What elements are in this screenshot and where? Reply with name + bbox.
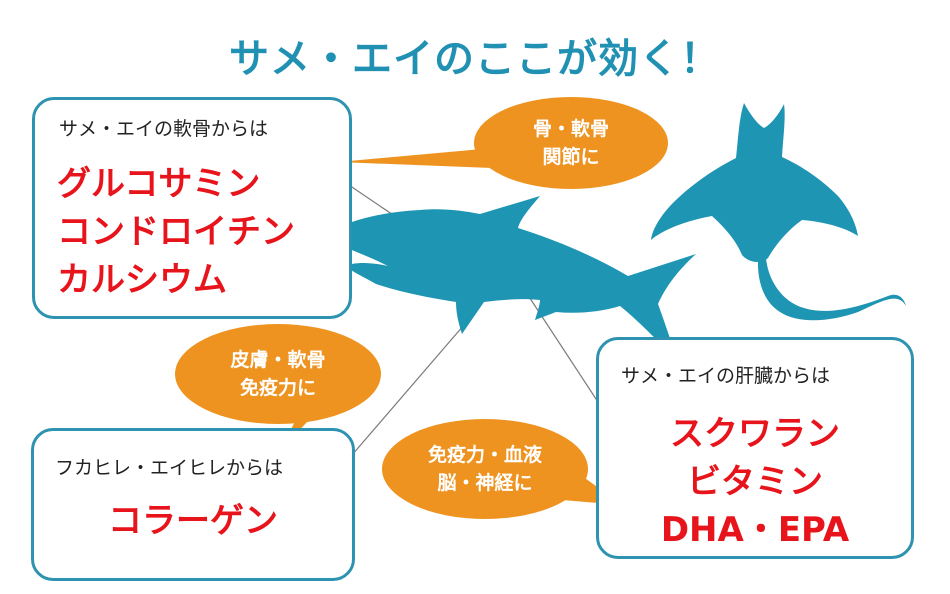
cartilage-items: グルコサミン コンドロイチン カルシウム — [57, 160, 295, 304]
bubble-skin-text: 皮膚・軟骨 免疫力に — [193, 346, 363, 402]
liver-items: スクワラン ビタミン DHA・EPA — [599, 410, 911, 554]
fin-box: フカヒレ・エイヒレからは コラーゲン — [31, 428, 355, 581]
liver-box: サメ・エイの肝臓からは スクワラン ビタミン DHA・EPA — [596, 337, 914, 559]
cartilage-item-glucosamine: グルコサミン — [57, 164, 261, 204]
liver-item-vitamin: ビタミン — [687, 462, 823, 502]
bubble-bones-line-2: 関節に — [542, 146, 600, 168]
bubble-immunity-text: 免疫力・血液 脳・神経に — [395, 441, 575, 497]
bubble-immunity-line-2: 脳・神経に — [437, 472, 533, 494]
fin-items: コラーゲン — [34, 497, 352, 545]
liver-item-squalane: スクワラン — [670, 414, 840, 454]
connector-line-fin — [351, 317, 471, 456]
manta-ray-silhouette-icon — [651, 103, 906, 321]
shark-silhouette-icon — [320, 196, 696, 358]
page-title: サメ・エイのここが効く！ — [229, 36, 721, 82]
bubble-immunity-line-1: 免疫力・血液 — [427, 444, 542, 466]
cartilage-item-calcium: カルシウム — [57, 260, 227, 300]
liver-heading: サメ・エイの肝臓からは — [621, 365, 831, 387]
liver-item-dha-epa: DHA・EPA — [660, 510, 850, 550]
bubble-skin-line-2: 免疫力に — [239, 377, 316, 399]
cartilage-item-chondroitin: コンドロイチン — [57, 212, 295, 252]
bubble-bones-text: 骨・軟骨 関節に — [491, 115, 651, 171]
bubble-bones-line-1: 骨・軟骨 — [532, 118, 609, 140]
fin-heading: フカヒレ・エイヒレからは — [55, 457, 284, 479]
bubble-bones — [338, 97, 668, 189]
cartilage-heading: サメ・エイの軟骨からは — [59, 118, 269, 140]
bubble-skin-line-1: 皮膚・軟骨 — [230, 349, 326, 371]
cartilage-box: サメ・エイの軟骨からは グルコサミン コンドロイチン カルシウム — [32, 97, 352, 319]
fin-item-collagen: コラーゲン — [108, 501, 278, 541]
connector-line-liver — [519, 282, 599, 403]
